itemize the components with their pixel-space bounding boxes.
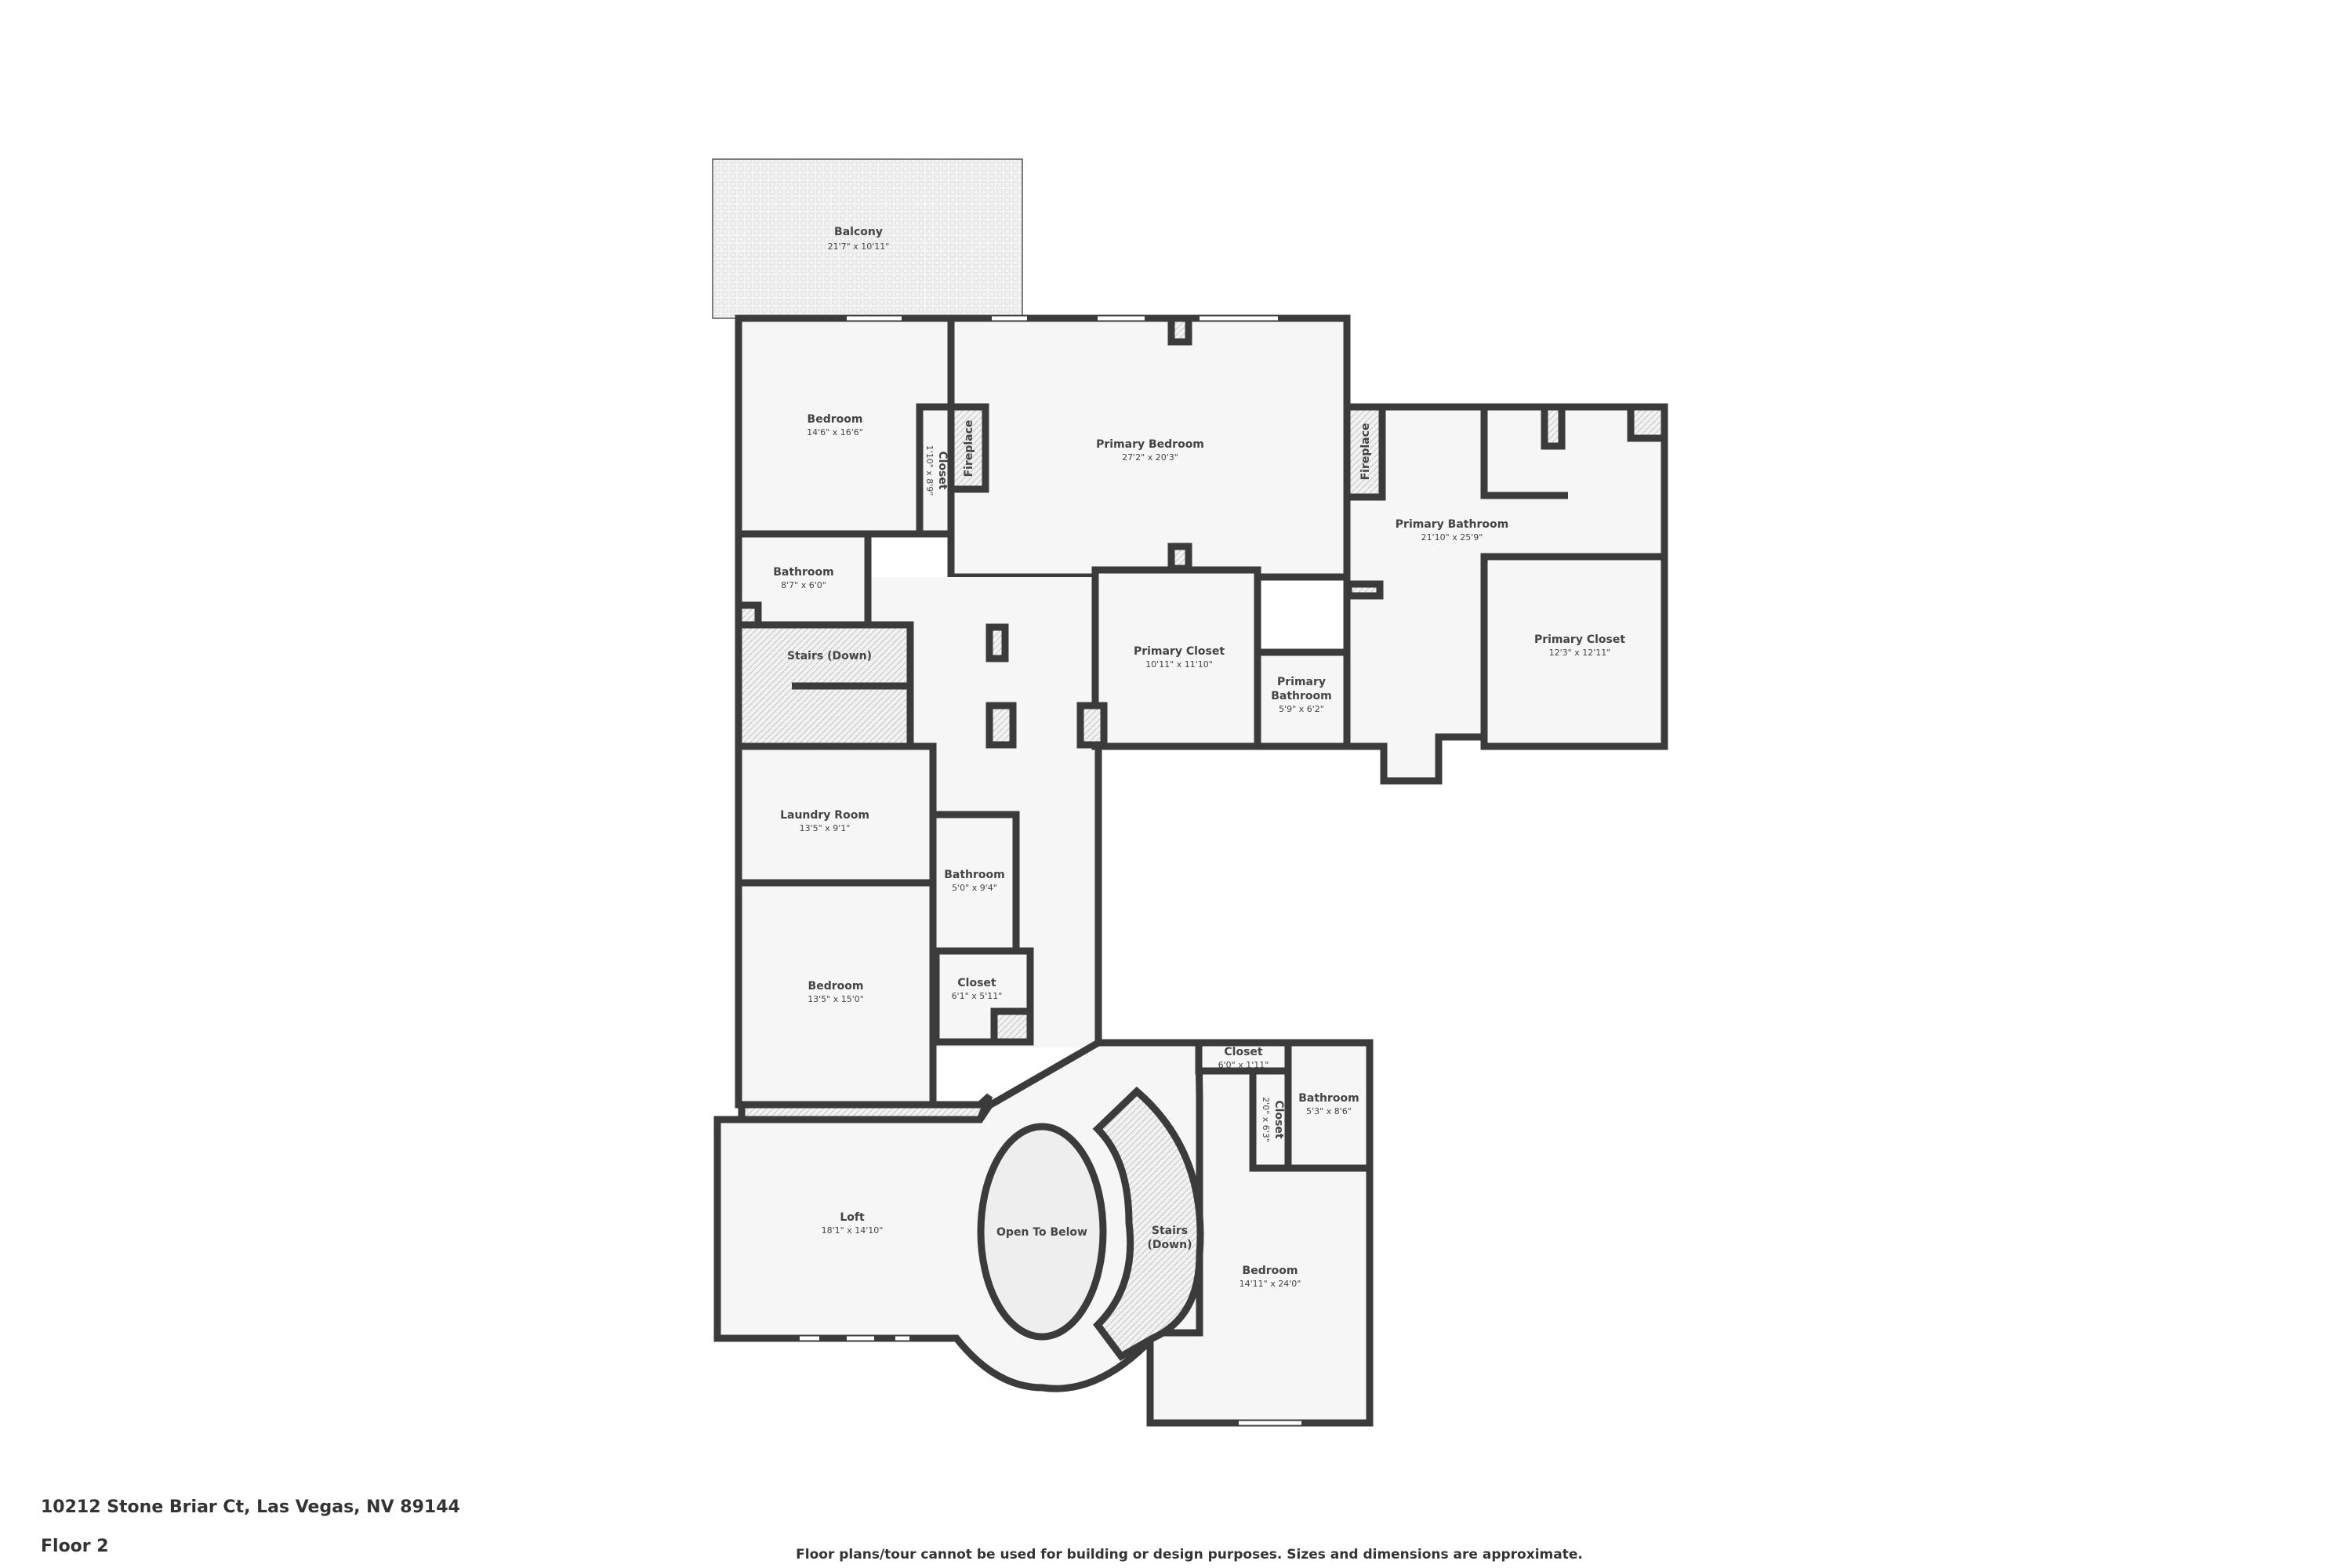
closet-1: Closet 1'10" x 8'9": [916, 403, 955, 538]
room-name: Primary Closet: [1534, 633, 1625, 646]
room-name: Open To Below: [996, 1226, 1087, 1239]
fireplace-2: Fireplace: [1343, 403, 1386, 501]
room-name: Bedroom: [1243, 1265, 1298, 1277]
room-dim: 13'5" x 15'0": [808, 994, 864, 1004]
room-dim: 21'7" x 10'11": [828, 241, 890, 252]
room-name: Closet: [1224, 1046, 1263, 1058]
floor-label: Floor 2: [41, 1537, 109, 1556]
room-name: Primary Bedroom: [1096, 438, 1204, 451]
room-name: Primary Closet: [1134, 645, 1225, 658]
room-bedroom-2: Bedroom 13'5" x 15'0": [735, 879, 937, 1109]
room-laundry: Laundry Room 13'5" x 9'1": [735, 742, 937, 887]
room-name: Closet: [957, 977, 996, 989]
room-dim: 1'10" x 8'9": [924, 445, 935, 496]
room-name: Stairs: [1152, 1225, 1188, 1237]
room-bedroom-1: Bedroom 14'6" x 16'6": [735, 314, 955, 538]
room-name: Loft: [840, 1211, 865, 1224]
room-name: Bathroom: [1298, 1092, 1359, 1105]
room-dim: 6'1" x 5'11": [952, 991, 1003, 1001]
room-bathroom-3: Bathroom 5'3" x 8'6": [1284, 1039, 1374, 1172]
room-name: Closet: [1272, 1100, 1285, 1139]
room-name: Closet: [936, 451, 949, 490]
room-primary-bathroom-2: Primary Bathroom 5'9" x 6'2": [1254, 648, 1351, 750]
room-balcony: Balcony 21'7" x 10'11": [712, 158, 1023, 319]
room-closet-2: Closet 6'1" x 5'11": [932, 947, 1034, 1046]
room-primary-bedroom: Primary Bedroom 27'2" x 20'3": [947, 314, 1351, 581]
room-dim: 27'2" x 20'3": [1122, 452, 1178, 463]
room-dim: 2'0" x 6'3": [1261, 1097, 1271, 1142]
room-primary-closet-1: Primary Closet 10'11" x 11'10": [1091, 566, 1261, 750]
room-dim: 8'7" x 6'0": [781, 580, 826, 590]
room-name: Bathroom: [1271, 690, 1332, 702]
open-to-below: Open To Below: [977, 1123, 1107, 1341]
disclaimer: Floor plans/tour cannot be used for buil…: [796, 1547, 1583, 1563]
room-primary-closet-2: Primary Closet 12'3" x 12'11": [1480, 553, 1668, 750]
room-name: Bedroom: [808, 413, 863, 426]
room-dim: 21'10" x 25'9": [1421, 532, 1483, 543]
room-dim: 18'1" x 14'10": [822, 1225, 884, 1236]
room-dim: 10'11" x 11'10": [1145, 659, 1213, 670]
stairs-down-1: Stairs (Down): [735, 621, 914, 750]
room-name: Laundry Room: [780, 809, 869, 822]
room-name: Fireplace: [1359, 423, 1372, 481]
address: 10212 Stone Briar Ct, Las Vegas, NV 8914…: [41, 1497, 460, 1517]
room-closet-4: Closet 2'0" x 6'3": [1249, 1067, 1292, 1172]
room-bathroom-1: Bathroom 8'7" x 6'0": [735, 530, 872, 629]
room-name: Bathroom: [944, 869, 1005, 881]
room-name: Bathroom: [773, 566, 834, 579]
room-closet-3: Closet 6'0" x 1'11": [1195, 1039, 1292, 1075]
room-dim: 14'6" x 16'6": [807, 427, 863, 437]
room-name: (Down): [1148, 1239, 1192, 1251]
room-dim: 14'11" x 24'0": [1240, 1279, 1301, 1289]
room-dim: 5'0" x 9'4": [952, 883, 997, 893]
room-dim: 5'9" x 6'2": [1279, 704, 1324, 714]
room-name: Balcony: [834, 226, 883, 238]
room-name: Primary Bathroom: [1396, 518, 1508, 531]
room-name: Fireplace: [963, 420, 975, 477]
room-name: Primary: [1277, 676, 1326, 688]
room-dim: 13'5" x 9'1": [800, 823, 851, 833]
room-bathroom-2: Bathroom 5'0" x 9'4": [929, 811, 1020, 955]
room-dim: 5'3" x 8'6": [1306, 1106, 1352, 1116]
fireplace-1: Fireplace: [947, 403, 989, 493]
room-name: Stairs (Down): [787, 650, 872, 662]
stairs-down-2: Stairs (Down): [1092, 1086, 1204, 1361]
room-dim: 12'3" x 12'11": [1549, 648, 1611, 658]
room-name: Bedroom: [808, 980, 864, 993]
